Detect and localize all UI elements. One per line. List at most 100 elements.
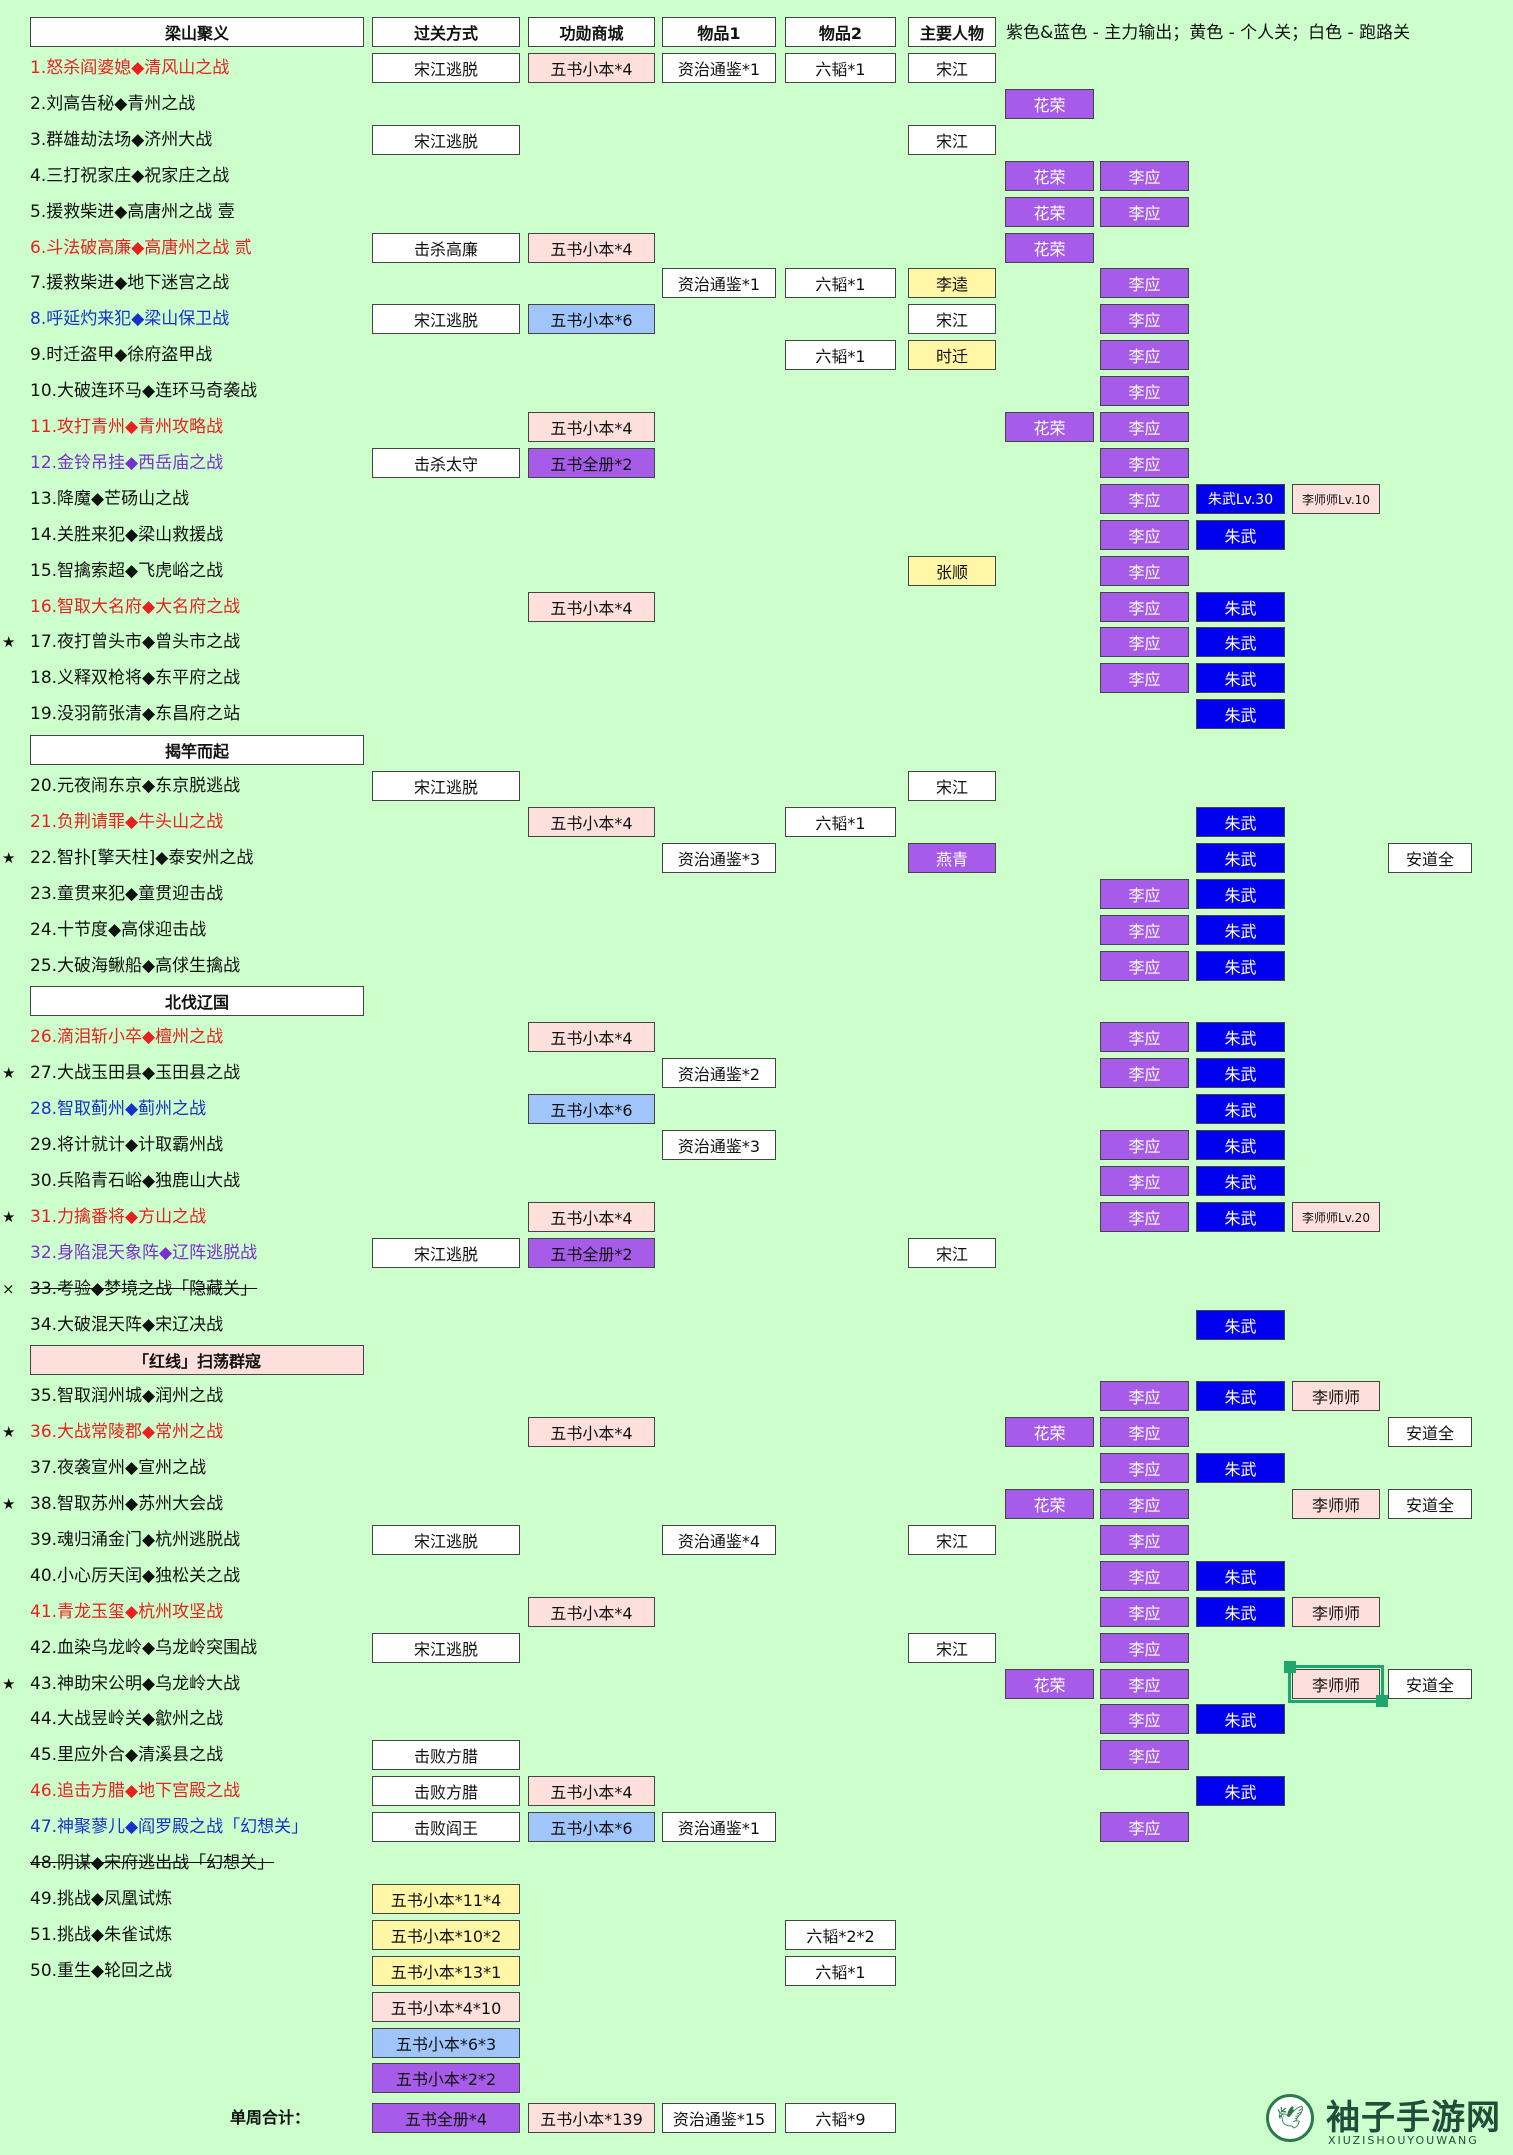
cell-c5: 安道全 (1388, 1417, 1472, 1447)
cell-c3: 朱武 (1196, 1058, 1285, 1088)
cell-c2: 李应 (1100, 448, 1189, 478)
stage-name: 31.力擒番将◆方山之战 (30, 1207, 207, 1227)
cell-c3: 朱武 (1196, 1202, 1285, 1232)
stage-name: 5.援救柴进◆高唐州之战 壹 (30, 202, 235, 222)
cell-method: 击杀高廉 (372, 233, 520, 263)
stage-name: 33.考验◆梦境之战「隐藏关」 (30, 1279, 258, 1299)
cell-shop: 五书小本*6 (528, 1812, 655, 1842)
cell-method: 五书小本*4*10 (372, 1992, 520, 2022)
stage-name: 30.兵陷青石峪◆独鹿山大战 (30, 1171, 241, 1191)
cell-c2: 李应 (1100, 268, 1189, 298)
row-marker: ★ (2, 1064, 16, 1082)
cell-c2: 李应 (1100, 1812, 1189, 1842)
cell-item1: 资治通鉴*3 (662, 1130, 776, 1160)
cell-char: 时迁 (908, 340, 996, 370)
cell-char: 李逵 (908, 268, 996, 298)
stage-name: 1.怒杀阎婆媳◆清风山之战 (30, 58, 230, 78)
cell-c2: 李应 (1100, 951, 1189, 981)
stage-name: 14.关胜来犯◆梁山救援战 (30, 525, 224, 545)
stage-name: 20.元夜闹东京◆东京脱逃战 (30, 776, 241, 796)
stage-name: 23.童贯来犯◆童贯迎击战 (30, 884, 224, 904)
cell-item2: 六韬*1 (785, 807, 896, 837)
cell-shop: 五书小本*4 (528, 412, 655, 442)
cell-item1: 资治通鉴*1 (662, 53, 776, 83)
cell-char: 宋江 (908, 1525, 996, 1555)
cell-char: 宋江 (908, 53, 996, 83)
stage-name: 11.攻打青州◆青州攻略战 (30, 417, 224, 437)
cell-c2: 李应 (1100, 592, 1189, 622)
cell-selection-frame[interactable] (1288, 1665, 1384, 1703)
stage-name: 15.智擒索超◆飞虎峪之战 (30, 561, 224, 581)
cell-method: 击杀太守 (372, 448, 520, 478)
stage-name: 9.时迁盗甲◆徐府盗甲战 (30, 345, 213, 365)
cell-shop: 五书小本*4 (528, 807, 655, 837)
stage-name: 29.将计就计◆计取霸州战 (30, 1135, 224, 1155)
cell-c3: 朱武 (1196, 1776, 1285, 1806)
watermark-text: 袖子手游网 (1326, 2098, 1501, 2138)
stage-name: 22.智扑[擎天柱]◆泰安州之战 (30, 848, 254, 868)
cell-c3: 朱武 (1196, 1166, 1285, 1196)
cell-c1: 花荣 (1005, 1417, 1094, 1447)
stage-name: 3.群雄劫法场◆济州大战 (30, 130, 213, 150)
cell-method: 宋江逃脱 (372, 125, 520, 155)
row-marker: ★ (2, 633, 16, 651)
cell-c2: 李应 (1100, 556, 1189, 586)
cell-c3: 朱武 (1196, 1022, 1285, 1052)
cell-c3: 朱武 (1196, 1310, 1285, 1340)
cell-c3: 朱武Lv.30 (1196, 484, 1285, 514)
cell-method: 五书小本*6*3 (372, 2028, 520, 2058)
row-marker: × (2, 1280, 15, 1298)
cell-c1: 花荣 (1005, 1669, 1094, 1699)
total-method: 五书全册*4 (372, 2103, 520, 2133)
cell-c4: 李师师 (1292, 1597, 1380, 1627)
cell-item2: 六韬*1 (785, 53, 896, 83)
stage-name: 46.追击方腊◆地下宫殿之战 (30, 1781, 241, 1801)
stage-name: 2.刘高告秘◆青州之战 (30, 94, 196, 114)
cell-c4: 李师师 (1292, 1489, 1380, 1519)
stage-name: 4.三打祝家庄◆祝家庄之战 (30, 166, 230, 186)
cell-c2: 李应 (1100, 1166, 1189, 1196)
cell-shop: 五书小本*4 (528, 592, 655, 622)
stage-name: 7.援救柴进◆地下迷宫之战 (30, 273, 230, 293)
cell-c2: 李应 (1100, 1704, 1189, 1734)
selection-handle-top-left[interactable] (1284, 1661, 1296, 1673)
cell-c1: 花荣 (1005, 197, 1094, 227)
stage-name: 35.智取润州城◆润州之战 (30, 1386, 224, 1406)
cell-c2: 李应 (1100, 520, 1189, 550)
cell-method: 五书小本*13*1 (372, 1956, 520, 1986)
cell-item1: 资治通鉴*3 (662, 843, 776, 873)
cell-char: 张顺 (908, 556, 996, 586)
cell-char: 宋江 (908, 771, 996, 801)
stage-name: 38.智取苏州◆苏州大会战 (30, 1494, 224, 1514)
cell-item1: 资治通鉴*4 (662, 1525, 776, 1555)
cell-item1: 资治通鉴*2 (662, 1058, 776, 1088)
stage-name: 27.大战玉田县◆玉田县之战 (30, 1063, 241, 1083)
cell-c2: 李应 (1100, 1561, 1189, 1591)
selection-handle-bottom-right[interactable] (1376, 1695, 1388, 1707)
stage-name: 51.挑战◆朱雀试炼 (30, 1925, 173, 1945)
chapter-header-1: 梁山聚义 (30, 17, 364, 47)
cell-method: 宋江逃脱 (372, 304, 520, 334)
stage-name: 37.夜袭宣州◆宣州之战 (30, 1458, 207, 1478)
cell-c3: 朱武 (1196, 627, 1285, 657)
cell-c2: 李应 (1100, 1417, 1189, 1447)
watermark-subtitle: XIUZISHOUYOUWANG (1328, 2134, 1479, 2147)
cell-char: 燕青 (908, 843, 996, 873)
bird-logo-icon: 🕊 (1266, 2094, 1314, 2142)
cell-c3: 朱武 (1196, 951, 1285, 981)
stage-name: 40.小心厉天闰◆独松关之战 (30, 1566, 241, 1586)
cell-char: 宋江 (908, 1238, 996, 1268)
column-header-method: 过关方式 (372, 17, 520, 47)
cell-item2: 六韬*1 (785, 268, 896, 298)
cell-c4: 李师师 (1292, 1669, 1380, 1699)
stage-name: 41.青龙玉玺◆杭州攻坚战 (30, 1602, 224, 1622)
stage-name: 39.魂归涌金门◆杭州逃脱战 (30, 1530, 241, 1550)
cell-shop: 五书小本*6 (528, 1094, 655, 1124)
column-header-item2: 物品2 (785, 17, 896, 47)
stage-name: 50.重生◆轮回之战 (30, 1961, 173, 1981)
cell-shop: 五书全册*2 (528, 1238, 655, 1268)
stage-name: 6.斗法破高廉◆高唐州之战 贰 (30, 238, 252, 258)
cell-c2: 李应 (1100, 663, 1189, 693)
stage-name: 25.大破海鳅船◆高俅生擒战 (30, 956, 241, 976)
cell-c2: 李应 (1100, 304, 1189, 334)
